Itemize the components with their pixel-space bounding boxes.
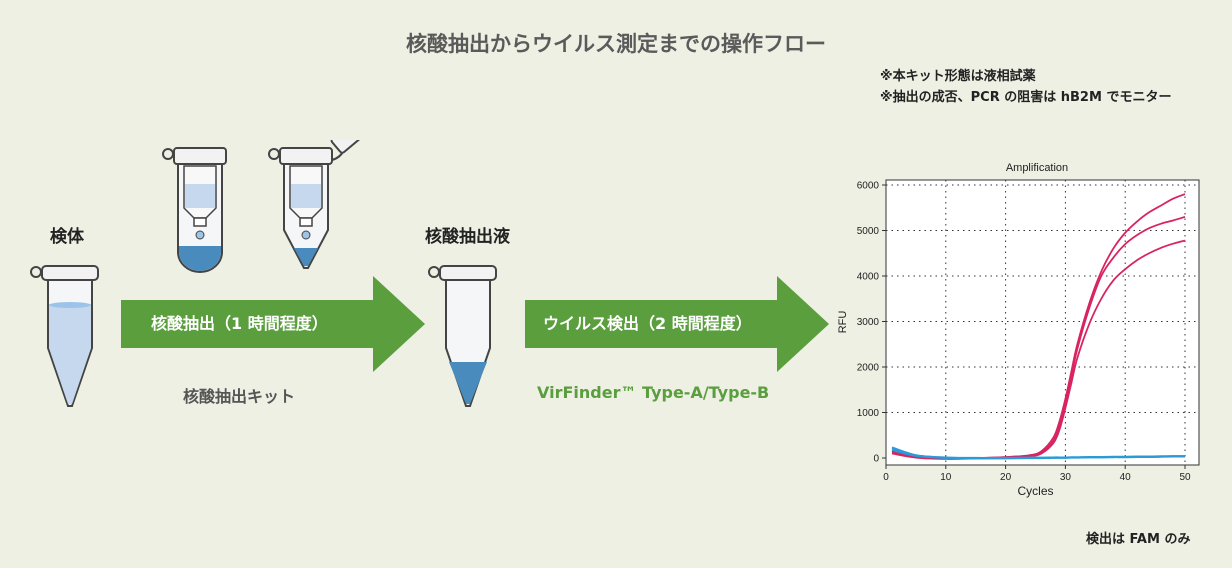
series-line-negative-2 (891, 448, 1186, 460)
page-title: 核酸抽出からウイルス測定までの操作フロー (406, 32, 826, 56)
notes: ※本キット形態は液相試薬 ※抽出の成否、PCR の阻害は hB2M でモニター (880, 66, 1171, 108)
note-liquid-reagent: ※本キット形態は液相試薬 (880, 69, 1036, 84)
extraction-kit-tubes-icon (162, 140, 362, 273)
x-tick-label: 0 (883, 472, 889, 483)
x-tick-label: 30 (1060, 472, 1072, 483)
plot-area (885, 179, 1200, 466)
detection-arrow: ウイルス検出（2 時間程度） (525, 276, 831, 372)
extraction-arrow: 核酸抽出（1 時間程度） (121, 276, 427, 372)
x-tick-label: 50 (1179, 472, 1191, 483)
chart-title: Amplification (1006, 162, 1068, 174)
y-tick-label: 6000 (857, 181, 880, 192)
x-axis-label: Cycles (1017, 484, 1053, 498)
footer-note: 検出は FAM のみ (1086, 532, 1191, 547)
y-tick-label: 5000 (857, 226, 880, 237)
x-tick-label: 10 (940, 472, 952, 483)
y-tick-label: 3000 (857, 317, 880, 328)
detection-arrow-label: ウイルス検出（2 時間程度） (543, 314, 752, 333)
specimen-label: 検体 (50, 227, 84, 247)
extract-tube-icon (428, 265, 497, 407)
x-tick-label: 40 (1120, 472, 1132, 483)
note-hb2m-monitor: ※抽出の成否、PCR の阻害は hB2M でモニター (880, 90, 1172, 105)
y-tick-label: 4000 (857, 272, 880, 283)
extract-label: 核酸抽出液 (425, 227, 510, 247)
specimen-tube-icon (30, 265, 99, 407)
y-axis-label: RFU (837, 311, 849, 334)
x-tick-label: 20 (1000, 472, 1012, 483)
amplification-chart: Amplification Cycles RFU 0 10 20 30 40 50 0 100… (837, 162, 1200, 498)
y-tick-label: 2000 (857, 363, 880, 374)
y-tick-label: 1000 (857, 408, 880, 419)
virfinder-label: VirFinder™ Type-A/Type-B (537, 383, 770, 402)
extraction-kit-label: 核酸抽出キット (183, 387, 296, 406)
y-tick-label: 0 (873, 454, 879, 465)
extraction-arrow-label: 核酸抽出（1 時間程度） (151, 314, 328, 333)
